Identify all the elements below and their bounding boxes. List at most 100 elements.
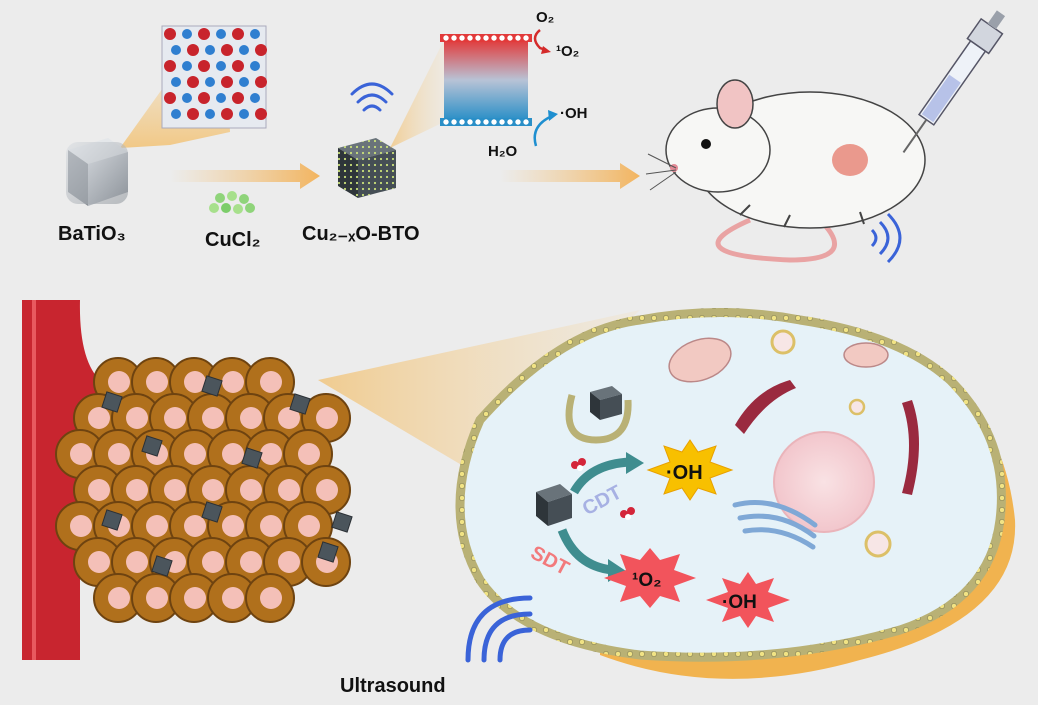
golgi-icon <box>732 500 818 550</box>
atom <box>216 61 226 71</box>
sdt-arrow <box>557 528 613 575</box>
atom <box>239 45 249 55</box>
atom <box>255 108 267 120</box>
crystal-lattice-icon <box>120 25 267 148</box>
polarization-panel <box>440 34 532 126</box>
oh-cdt-label: ·OH <box>666 462 703 484</box>
syringe-icon <box>902 10 1006 154</box>
batio3-cube-icon <box>66 138 128 206</box>
ultrasound-wave-icon <box>870 212 902 264</box>
singlet-o2-sdt-label: ¹O₂ <box>632 570 662 591</box>
atom <box>171 77 181 87</box>
cancer-cell-icon <box>455 308 1016 679</box>
atom <box>232 60 244 72</box>
atom <box>198 60 210 72</box>
tumor-cell <box>207 573 257 623</box>
o2-label: O₂ <box>536 9 554 26</box>
atom <box>182 93 192 103</box>
cu2xo-bto-label: Cu₂₋ₓO-BTO <box>302 223 420 245</box>
atom <box>182 29 192 39</box>
negative-charge <box>506 118 514 126</box>
singlet-o2-top-label: ¹O₂ <box>556 43 579 60</box>
negative-charge <box>474 118 482 126</box>
positive-charge <box>506 34 514 42</box>
nanoparticle-cube-icon <box>101 391 123 413</box>
tumor-cell <box>131 573 181 623</box>
nucleus-icon <box>773 431 875 533</box>
atom <box>164 60 176 72</box>
atom <box>255 44 267 56</box>
atom <box>216 93 226 103</box>
atom <box>216 29 226 39</box>
atom <box>171 45 181 55</box>
atom <box>171 109 181 119</box>
atom <box>205 45 215 55</box>
positive-charge <box>482 34 490 42</box>
atom <box>250 61 260 71</box>
atom <box>221 108 233 120</box>
atom <box>198 28 210 40</box>
atom <box>187 76 199 88</box>
positive-charge <box>498 34 506 42</box>
atom <box>250 93 260 103</box>
tumor-cluster-icon <box>55 357 353 623</box>
batio3-label: BaTiO₃ <box>58 223 126 245</box>
nanoparticle-cube-icon <box>201 501 223 523</box>
negative-charge <box>450 118 458 126</box>
atom <box>250 29 260 39</box>
ultrasound-wave-icon <box>350 82 394 112</box>
cucl2-particles-icon <box>209 191 255 214</box>
atom <box>205 109 215 119</box>
positive-charge <box>466 34 474 42</box>
nanoparticle-cube-icon <box>338 138 396 198</box>
negative-charge <box>490 118 498 126</box>
singlet-o2-burst <box>604 548 696 608</box>
o2-conversion-arrow <box>533 29 547 52</box>
oh-sdt-burst <box>706 572 790 628</box>
h2o-label: H₂O <box>488 143 517 160</box>
mouse-icon <box>645 79 926 263</box>
nanoparticle-cube-icon <box>241 447 263 469</box>
negative-charge <box>522 118 530 126</box>
atom <box>187 44 199 56</box>
ultrasound-wave-icon <box>465 595 533 663</box>
positive-charge <box>442 34 450 42</box>
er-icon <box>902 400 919 495</box>
positive-charge <box>458 34 466 42</box>
atom <box>221 44 233 56</box>
cdt-arrow <box>570 457 631 495</box>
positive-charge <box>490 34 498 42</box>
atom <box>239 77 249 87</box>
negative-charge <box>458 118 466 126</box>
oh-burst <box>646 439 734 501</box>
atom <box>198 92 210 104</box>
h2o-conversion-arrow <box>533 114 553 147</box>
atom <box>205 77 215 87</box>
arrow-step-1 <box>170 163 320 189</box>
atom <box>239 109 249 119</box>
negative-charge <box>466 118 474 126</box>
cucl2-label: CuCl₂ <box>205 229 261 251</box>
negative-charge <box>442 118 450 126</box>
nanoparticle-cube-icon <box>141 435 163 457</box>
oh-sdt-label: ·OH <box>722 592 757 613</box>
atom <box>187 108 199 120</box>
oh-top-label: ·OH <box>560 105 588 122</box>
tumor-cell <box>169 573 219 623</box>
positive-charge <box>514 34 522 42</box>
positive-charge <box>450 34 458 42</box>
positive-charge <box>474 34 482 42</box>
tumor-cell <box>245 573 295 623</box>
atom <box>182 61 192 71</box>
atom <box>232 28 244 40</box>
atom <box>232 92 244 104</box>
nanoparticle-cube-icon <box>151 555 173 577</box>
nanoparticle-cube-icon <box>289 393 311 415</box>
atom <box>221 76 233 88</box>
mitochondria-icon <box>843 342 889 368</box>
zoom-beam <box>390 40 444 148</box>
negative-charge <box>514 118 522 126</box>
atom <box>164 92 176 104</box>
nanoparticle-cube-icon <box>317 541 339 563</box>
